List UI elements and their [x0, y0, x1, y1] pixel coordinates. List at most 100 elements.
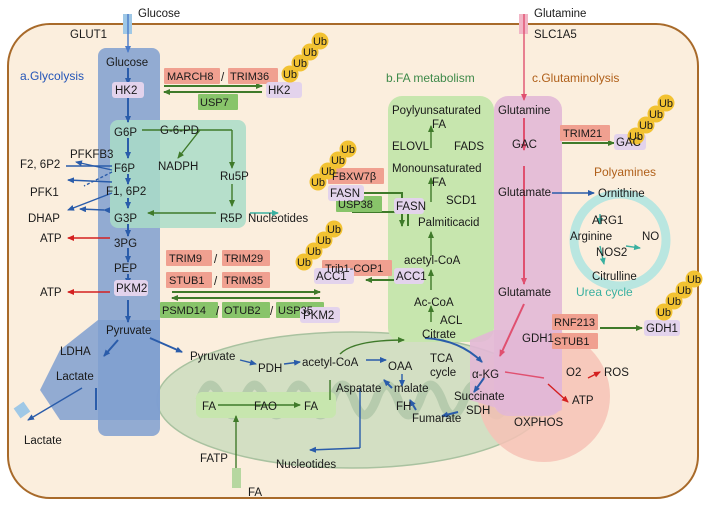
ubiquitin-bead: [315, 231, 333, 249]
trim9-label: TRIM9: [169, 253, 202, 265]
nucleotides-mito: Nucleotides: [276, 459, 336, 471]
ubiquitin-label: Ub: [313, 36, 327, 48]
nucleotides-ppp: Nucleotides: [248, 213, 308, 225]
atp-glycolysis-2: ATP: [40, 287, 62, 299]
ubiquitin-bead: [309, 173, 327, 191]
cycle-label: cycle: [430, 367, 456, 379]
citrulline-label: Citrulline: [592, 271, 637, 283]
gdh1-label: GDH1: [522, 333, 554, 345]
ubiquitin-label: Ub: [629, 131, 643, 143]
ubiquitin-bead: [295, 253, 313, 271]
glutamate-2-label: Glutamate: [498, 287, 551, 299]
sdh-label: SDH: [466, 405, 490, 417]
ac-coa-label: Ac-CoA: [414, 297, 454, 309]
acl-label: ACL: [440, 315, 463, 327]
scd1-label: SCD1: [446, 195, 477, 207]
gac-label: GAC: [512, 139, 537, 151]
lactate-transporter: [13, 401, 31, 419]
fumarate-label: Fumarate: [412, 413, 461, 425]
glut1-label: GLUT1: [70, 29, 107, 41]
fbxw7b-label: FBXW7β: [332, 171, 376, 183]
glutamine-extracellular: Glutamine: [534, 8, 586, 20]
ubiquitin-bead: [647, 105, 665, 123]
g6pd-label: G-6-PD: [160, 125, 199, 137]
ubiquitin-bead: [675, 281, 693, 299]
fatp-label: FATP: [200, 453, 228, 465]
trim36-label: TRIM36: [230, 71, 269, 83]
stub1-label-b: STUB1: [554, 336, 589, 348]
ubiquitin-bead: [319, 162, 337, 180]
slash-4: /: [216, 306, 220, 318]
no-label: NO: [642, 231, 659, 243]
acetyl-coa-fa-label: acetyl-CoA: [404, 255, 461, 267]
atp-oxphos: ATP: [572, 395, 594, 407]
glycolysis-title: a.Glycolysis: [20, 69, 84, 83]
ubiquitin-bead: [685, 270, 703, 288]
glutaminolysis-lower: [470, 330, 562, 416]
rnf213-label: RNF213: [554, 317, 595, 329]
g3p-label: G3P: [114, 213, 137, 225]
trib1-cop1-label: Trib1-COP1: [325, 263, 383, 275]
slc1a5-label: SLC1A5: [534, 29, 577, 41]
acc1-label: ACC1: [396, 271, 427, 283]
fatp-transporter: [232, 468, 241, 488]
ubiquitin-label: Ub: [297, 257, 311, 269]
nos2-label: NOS2: [596, 247, 627, 259]
atp-glycolysis-1: ATP: [40, 233, 62, 245]
ubiquitin-bead: [657, 94, 675, 112]
o2-label: O2: [566, 367, 581, 379]
pyruvate-label: Pyruvate: [106, 325, 151, 337]
ubiquitin-bead: [627, 127, 645, 145]
acc1-ub-label: ACC1: [316, 271, 347, 283]
oxphos-label: OXPHOS: [514, 417, 564, 429]
lactate-extracellular: Lactate: [24, 435, 62, 447]
malate-label: malate: [394, 383, 429, 395]
fa-extracellular: FA: [248, 487, 262, 499]
ubiquitin-label: Ub: [321, 166, 335, 178]
arginine-label: Arginine: [570, 231, 612, 243]
pkm2-ub-label: PKM2: [303, 310, 334, 322]
ubiquitin-label: Ub: [341, 144, 355, 156]
3pg-label: 3PG: [114, 238, 137, 250]
pdh-label: PDH: [258, 363, 282, 375]
tca-label: TCA: [430, 353, 453, 365]
hk2-ub-label: HK2: [268, 85, 290, 97]
fa-metabolism-title: b.FA metabolism: [386, 71, 475, 85]
dhap-label: DHAP: [28, 213, 60, 225]
ubiquitin-bead: [665, 292, 683, 310]
ubiquitin-bead: [329, 151, 347, 169]
fa-2-label: FA: [432, 177, 446, 189]
f6p-label: F6P: [114, 163, 135, 175]
ubiquitin-label: Ub: [311, 177, 325, 189]
fh-label: FH: [396, 401, 411, 413]
polyunsaturated-label: Poylyunsaturated: [392, 105, 481, 117]
ubiquitin-bead: [655, 303, 673, 321]
ubiquitin-bead: [291, 54, 309, 72]
ubiquitin-label: Ub: [639, 120, 653, 132]
glutaminolysis-title: c.Glutaminolysis: [532, 71, 619, 85]
fa-1-label: FA: [432, 119, 446, 131]
fads-label: FADS: [454, 141, 484, 153]
arg1-label: ARG1: [592, 215, 623, 227]
ubiquitin-bead: [305, 242, 323, 260]
ubiquitin-label: Ub: [293, 58, 307, 70]
slash-2: /: [214, 254, 218, 266]
lactate-label: Lactate: [56, 371, 94, 383]
ppp-panel: [110, 120, 246, 228]
gac-ub-label: GAC: [616, 137, 641, 149]
fasn-label: FASN: [396, 201, 426, 213]
gdh1-ub-label: GDH1: [646, 323, 678, 335]
pfkfb3-label: PFKFB3: [70, 149, 113, 161]
g6p-label: G6P: [114, 127, 137, 139]
pep-label: PEP: [114, 263, 137, 275]
stub1-label-a: STUB1: [169, 275, 204, 287]
labels: Glucose GLUT1 Glutamine SLC1A5 Lactate F…: [20, 8, 678, 499]
monounsaturated-label: Monounsaturated: [392, 163, 482, 175]
pfk1-label: PFK1: [30, 187, 59, 199]
pyruvate-mito-label: Pyruvate: [190, 351, 235, 363]
ldha-label: LDHA: [60, 346, 91, 358]
trim35-label: TRIM35: [224, 275, 263, 287]
